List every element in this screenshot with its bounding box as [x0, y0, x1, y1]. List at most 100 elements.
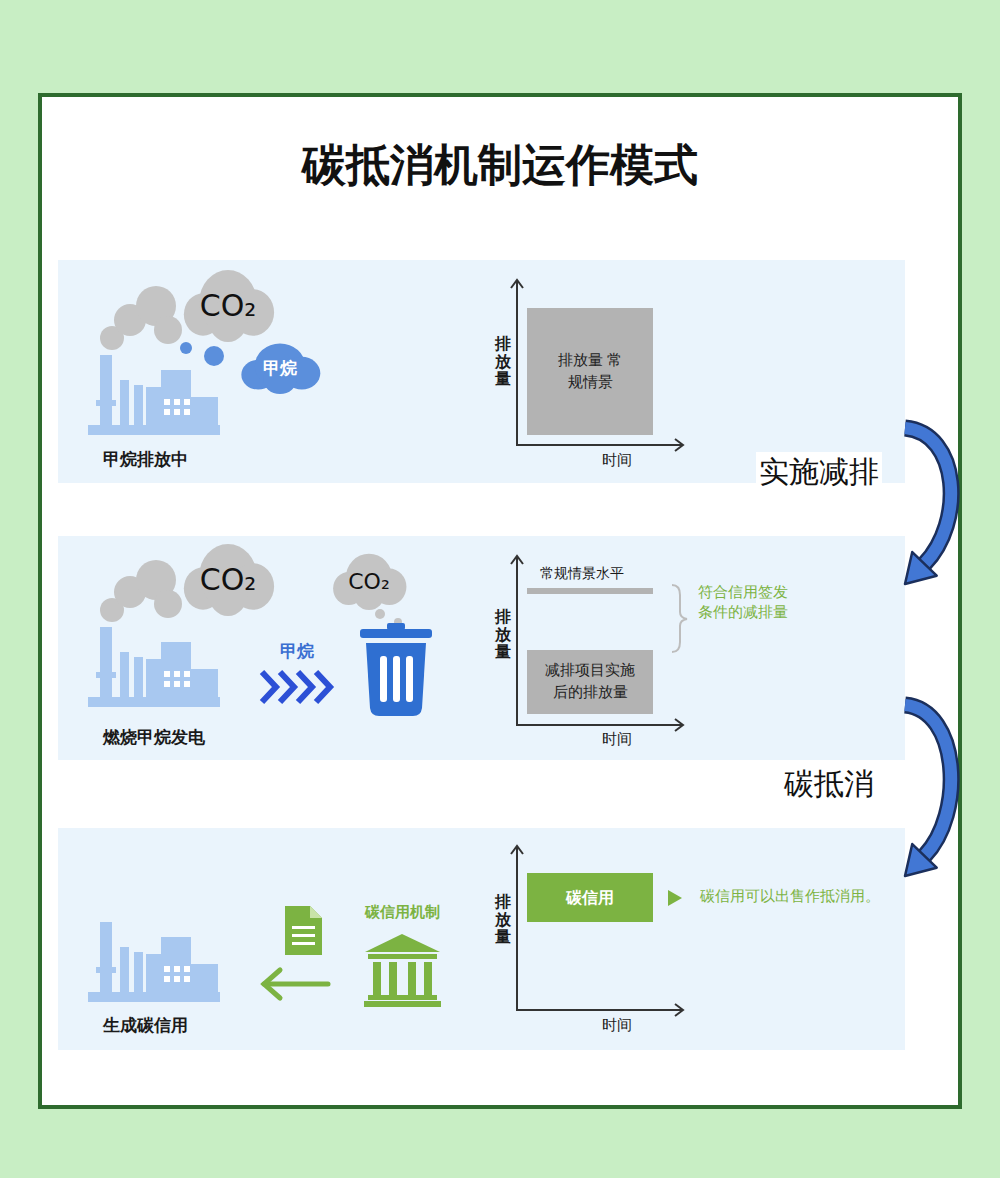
chart-axes: [511, 556, 523, 564]
trash-bin-icon: [360, 629, 432, 638]
methane-puffs: [204, 346, 224, 366]
smoke-puffs: [100, 286, 402, 626]
card-frame: [40, 95, 960, 1107]
stage-arrow: [905, 705, 951, 856]
annotation-label: 时间: [602, 450, 632, 470]
node-text: 碳信用: [566, 886, 614, 909]
trash-bin-icon: [393, 656, 400, 702]
arrow-head: [905, 552, 937, 584]
arrow-head: [905, 844, 937, 876]
bank-icon: [368, 995, 437, 1000]
node-text: 排放量 常规情景: [555, 350, 625, 394]
cloud-shape: [184, 270, 274, 342]
bank-icon: [364, 934, 441, 1007]
stage-panel: 生成碳信用 碳信用碳信用机制 碳信用可以出售作抵消用。 排放量时间: [58, 828, 905, 1050]
chart-axes: [511, 280, 683, 1016]
chart-axes: [517, 846, 683, 1010]
chart-axes: [517, 556, 683, 725]
document-icon: [292, 942, 315, 945]
gas-cloud: CO₂: [180, 268, 276, 342]
node-text: CO₂: [200, 288, 257, 323]
node-text: CO₂: [348, 569, 390, 594]
chart-axes: [675, 719, 683, 731]
flow-chevrons: [280, 672, 294, 702]
panel-ground: [58, 828, 905, 1050]
chart-bar-box: 碳信用: [527, 873, 653, 922]
axis-label: 排放量: [495, 893, 511, 946]
issue-arrow: [264, 970, 280, 998]
smoke-puffs: [154, 316, 182, 344]
chart-axes: [511, 280, 523, 288]
connector-label: 实施减排: [756, 452, 882, 493]
document-icon: [292, 934, 315, 937]
diagram-title: 碳抵消机制运作模式: [0, 136, 1000, 195]
annotation-label: 甲烷: [280, 640, 314, 663]
connector-label: 碳抵消: [781, 764, 877, 805]
chart-bar-box: 减排项目实施后的排放量: [527, 650, 653, 714]
factory-icon: [88, 922, 220, 1002]
trash-bin-icon: [387, 623, 405, 630]
bank-icon: [368, 954, 437, 959]
stage-arrow: [905, 428, 951, 564]
panel-ground: [58, 536, 905, 760]
cloud-shape: [333, 554, 406, 610]
stage-arrow: [905, 428, 951, 564]
bank-icon: [408, 962, 416, 995]
annotation-label: 碳信用可以出售作抵消用。: [700, 886, 880, 906]
panel-ground: [58, 260, 905, 483]
stage-caption: 甲烷排放中: [103, 448, 188, 471]
cloud-shape: [184, 544, 274, 616]
bank-icon: [424, 962, 432, 995]
annotation-label: 时间: [602, 1015, 632, 1035]
stage-arrow: [905, 705, 951, 876]
bank-icon: [365, 934, 440, 952]
stage-arrow: [905, 705, 951, 856]
document-icon: [292, 926, 315, 929]
flow-chevrons: [262, 672, 330, 702]
factory-icon: [88, 355, 220, 1002]
trash-bin-icon: [360, 623, 432, 716]
axis-label: 排放量: [495, 608, 511, 661]
smoke-puffs: [154, 590, 182, 618]
node-text: CO₂: [200, 562, 257, 597]
baseline-level-bar: [527, 588, 653, 594]
flow-chevrons: [262, 672, 276, 702]
flow-chevrons: [298, 672, 312, 702]
chart-bar-box: 排放量 常规情景: [527, 308, 653, 435]
methane-puffs: [180, 342, 224, 366]
axis-label: 排放量: [495, 335, 511, 388]
annotation-label: 符合信用签发条件的减排量: [698, 582, 798, 623]
reduction-bracket: [672, 585, 687, 652]
factory-icon: [88, 355, 220, 435]
stage-panel: 甲烷排放中 CO₂ 甲烷 排放量 常规情景 排放量时间: [58, 260, 905, 483]
chart-axes: [517, 280, 683, 445]
node-text: 甲烷: [263, 357, 297, 380]
annotation-label: 时间: [602, 729, 632, 749]
smoke-puffs: [375, 609, 385, 619]
trash-bin-icon: [366, 643, 426, 716]
stage-caption: 燃烧甲烷发电: [103, 726, 205, 749]
factory-icon: [88, 627, 220, 707]
trash-bin-icon: [380, 656, 387, 702]
issue-arrow: [264, 982, 328, 987]
chart-axes: [675, 1004, 683, 1016]
methane-puffs: [180, 342, 192, 354]
chart-axes: [511, 846, 523, 854]
stage-panel: 燃烧甲烷发电 CO₂ CO₂ 减排项目实施后的排放量 甲烷 常规情景水平符合信用签发条件的…: [58, 536, 905, 760]
annotation-label: 常规情景水平: [540, 564, 624, 583]
gas-cloud: CO₂: [330, 552, 408, 610]
bank-icon: [389, 962, 397, 995]
document-icon: [285, 906, 322, 955]
stage-arrow: [905, 428, 951, 584]
node-text: 减排项目实施后的排放量: [545, 660, 635, 704]
stage-caption: 生成碳信用: [103, 1014, 188, 1037]
bank-icon: [364, 1001, 441, 1007]
gas-cloud: CO₂: [180, 542, 276, 616]
document-icon: [310, 906, 322, 918]
trash-bin-icon: [406, 656, 413, 702]
annotation-label: 碳信用机制: [365, 902, 440, 922]
document-icon: [285, 906, 322, 955]
issue-arrow: [264, 970, 328, 998]
chart-axes: [675, 439, 683, 451]
